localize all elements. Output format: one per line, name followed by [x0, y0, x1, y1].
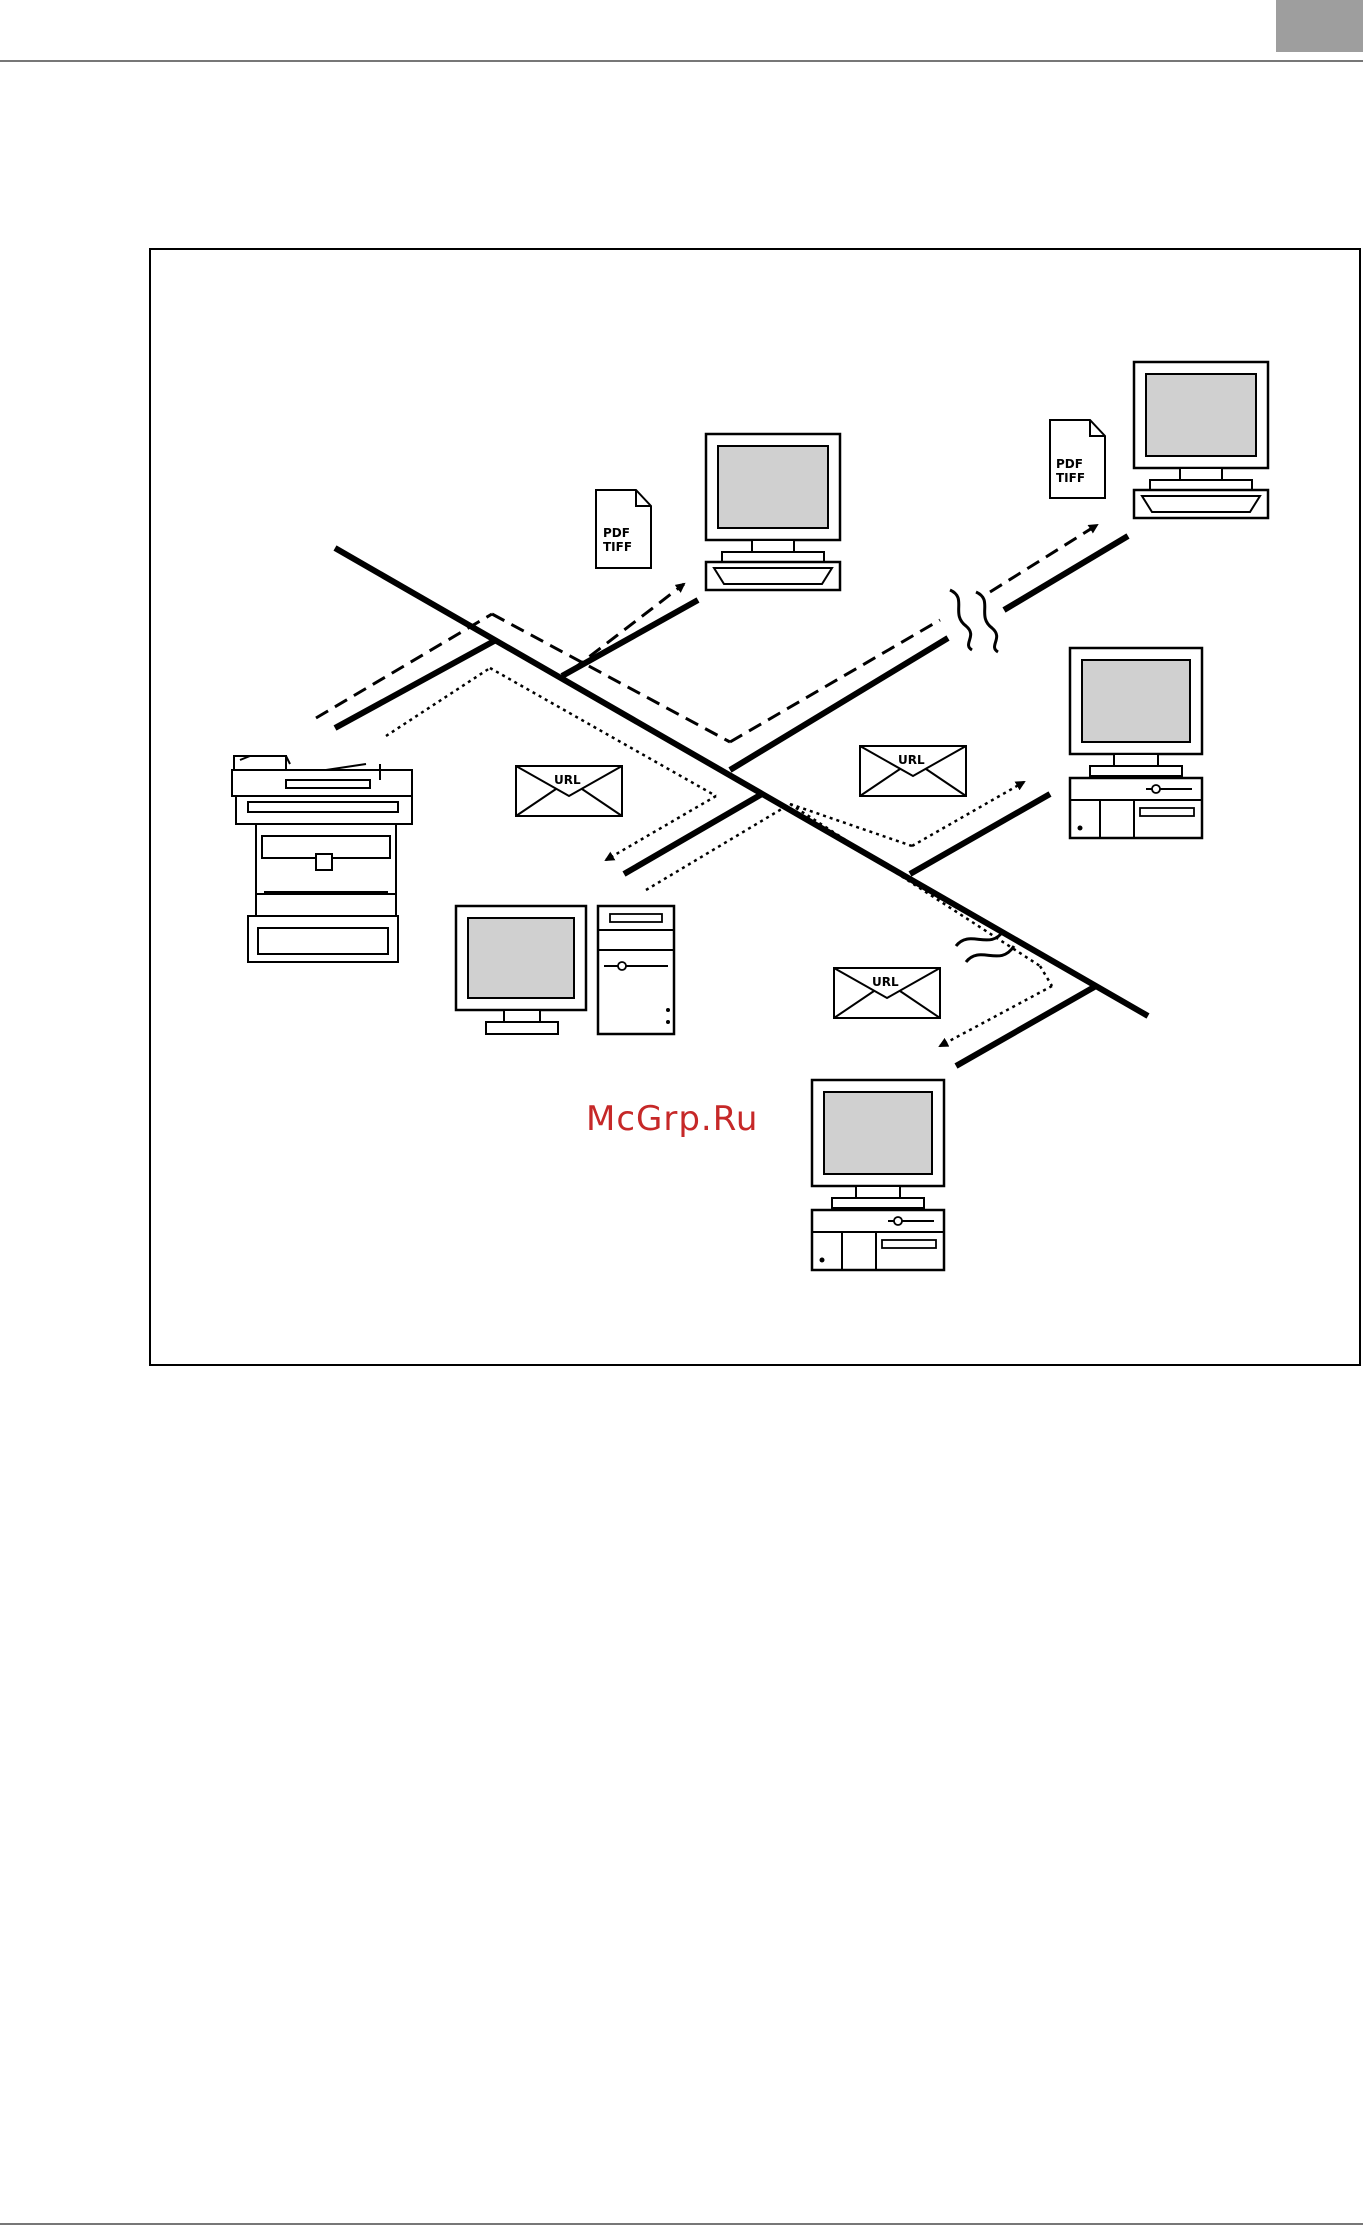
url-label: URL — [872, 975, 899, 989]
line-break-icon — [950, 590, 998, 652]
url-label: URL — [898, 753, 925, 767]
document-icon: PDF TIFF — [596, 490, 651, 568]
computer-icon — [706, 434, 840, 590]
file-transfer-path — [316, 525, 1097, 742]
mfp-printer-icon — [232, 756, 412, 962]
file-format-pdf: PDF — [1056, 457, 1083, 471]
desktop-computer-icon — [812, 1080, 944, 1270]
envelope-icon: URL — [860, 746, 966, 796]
envelope-icon: URL — [834, 968, 940, 1018]
file-format-tiff: TIFF — [603, 540, 632, 554]
envelope-icon: URL — [516, 766, 622, 816]
computer-icon — [1134, 362, 1268, 518]
document-icon: PDF TIFF — [1050, 420, 1105, 498]
desktop-computer-icon — [1070, 648, 1202, 838]
tower-computer-icon — [456, 906, 674, 1034]
file-format-tiff: TIFF — [1056, 471, 1085, 485]
watermark-text: McGrp.Ru — [586, 1099, 758, 1139]
url-label: URL — [554, 773, 581, 787]
file-format-pdf: PDF — [603, 526, 630, 540]
footer-rule — [0, 2223, 1363, 2225]
